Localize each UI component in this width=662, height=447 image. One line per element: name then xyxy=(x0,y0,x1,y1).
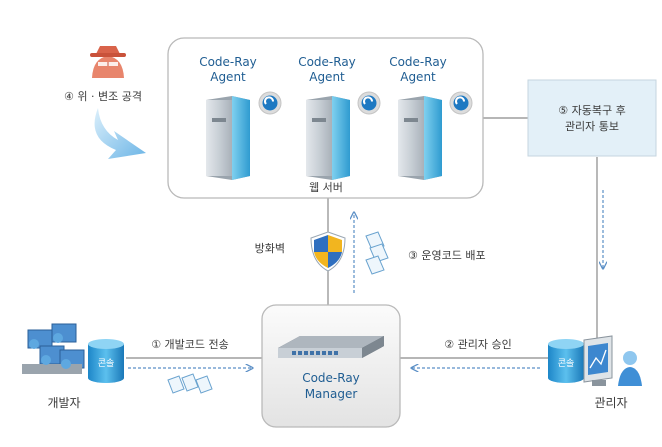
agent-3-line1: Code-Ray xyxy=(389,55,447,69)
developer-label: 개발자 xyxy=(47,396,80,410)
deploy-label: ③ 운영코드 배포 xyxy=(408,249,486,262)
server-icon-3 xyxy=(398,96,442,180)
admin-db-label: 콘솔 xyxy=(558,358,575,369)
firewall-label: 방화벽 xyxy=(255,242,285,255)
manager-line1: Code-Ray xyxy=(302,371,360,385)
agent-badge-icon-2 xyxy=(357,91,381,115)
developer-db-icon xyxy=(88,339,124,383)
developers-icon xyxy=(22,323,85,374)
recovery-line2: 관리자 통보 xyxy=(565,120,619,133)
step2-label: ② 관리자 승인 xyxy=(444,338,511,351)
developer-db-label: 콘솔 xyxy=(98,358,115,369)
agent-badge-icon-3 xyxy=(449,91,473,115)
admin-label: 관리자 xyxy=(594,396,627,410)
admin-db-icon xyxy=(548,339,584,383)
step1-label: ① 개발코드 전송 xyxy=(151,338,229,351)
recovery-line1: ⑤ 자동복구 후 xyxy=(558,104,625,117)
documents-icon-deploy xyxy=(365,231,389,275)
agent-badge-icon-1 xyxy=(258,91,282,115)
admin-person-icon xyxy=(618,351,642,386)
network-appliance-icon xyxy=(278,336,384,358)
manager-box xyxy=(261,304,401,428)
attack-arrow-icon xyxy=(94,108,146,159)
attack-label: ④ 위 · 변조 공격 xyxy=(64,90,142,103)
server-icon-1 xyxy=(206,96,250,180)
agent-1-line2: Agent xyxy=(210,70,246,84)
agent-1-line1: Code-Ray xyxy=(199,55,257,69)
shield-icon xyxy=(310,231,346,272)
agent-3-line2: Agent xyxy=(400,70,436,84)
agent-2-line1: Code-Ray xyxy=(298,55,356,69)
agent-2-line2: Agent xyxy=(309,70,345,84)
documents-icon-send xyxy=(167,373,213,394)
hacker-icon xyxy=(90,46,126,78)
admin-workstation-icon xyxy=(583,335,613,386)
server-icon-2 xyxy=(306,96,350,180)
manager-line2: Manager xyxy=(305,387,358,401)
web-server-label: 웹 서버 xyxy=(309,181,343,194)
recovery-box xyxy=(527,79,657,157)
